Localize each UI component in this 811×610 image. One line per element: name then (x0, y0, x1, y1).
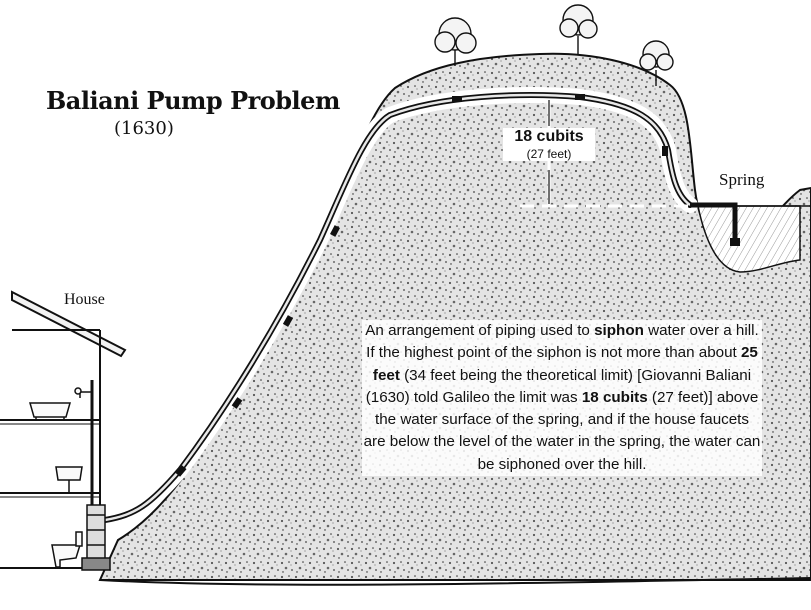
tree-icon (639, 40, 674, 86)
pipe-couplings (175, 94, 668, 477)
spring-intake (690, 202, 738, 240)
bathtub-icon (29, 402, 71, 421)
spring-water (697, 205, 801, 273)
caption-text: (27 feet)] above the water surface of th… (363, 388, 761, 473)
caption: An arrangement of piping used to siphon … (362, 320, 762, 477)
toilet-icon (51, 531, 83, 568)
tree-icon (434, 17, 477, 66)
house-label: House (64, 291, 105, 308)
caption-bold: 18 cubits (581, 388, 648, 406)
caption-text: water over a hill. If the highest point … (366, 322, 759, 362)
caption-text: An arrangement of piping used to (365, 322, 595, 339)
height-value: 18 cubits (514, 128, 584, 145)
house-pipe-riser (81, 504, 111, 571)
spring-label: Spring (719, 170, 765, 189)
tree-icon (559, 4, 598, 54)
ground-line (99, 577, 811, 586)
faucet-icon (74, 387, 92, 398)
sink-icon (55, 466, 83, 493)
caption-text: (34 feet being the theoretical limit) [G… (365, 366, 752, 406)
house (0, 290, 127, 570)
caption-bold: siphon (594, 322, 644, 339)
diagram-year: (1630) (114, 118, 174, 139)
height-subvalue: (27 feet) (526, 147, 572, 161)
height-label: 18 cubits (27 feet) (503, 128, 595, 161)
hill (98, 52, 811, 581)
caption-bold: 25 feet (372, 344, 758, 384)
diagram-title: Baliani Pump Problem (46, 86, 340, 115)
